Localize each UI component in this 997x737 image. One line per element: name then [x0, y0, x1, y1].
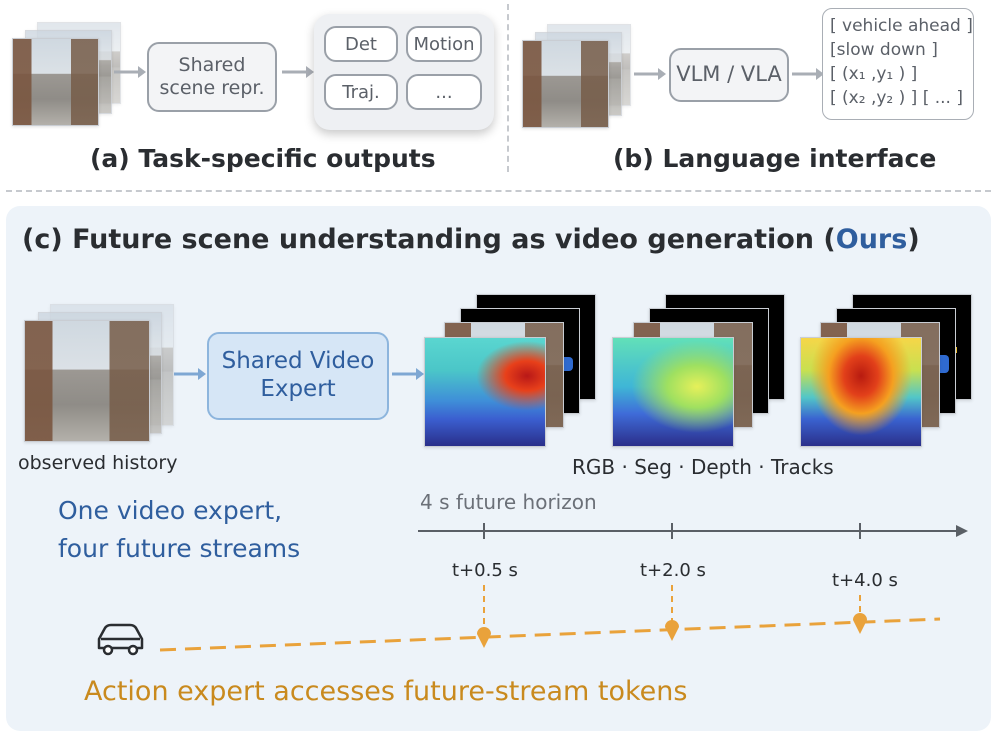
streams-label: RGB · Seg · Depth · Tracks	[572, 455, 834, 479]
timeline-arrowhead	[956, 525, 968, 537]
shared-video-expert-box: Shared Video Expert	[207, 332, 389, 420]
arrow-a1	[114, 66, 146, 78]
tick-label-4-0s: t+4.0 s	[832, 570, 898, 591]
arrow-c1	[174, 368, 206, 380]
shared-video-expert-label: Shared Video Expert	[221, 348, 375, 402]
vlm-vla-box: VLM / VLA	[669, 48, 789, 102]
b-frame-front	[522, 40, 609, 128]
caption-b: (b) Language interface	[613, 144, 937, 173]
arrow-c2	[392, 368, 424, 380]
panel-c-title-prefix: (c) Future scene understanding as video …	[22, 224, 836, 255]
action-expert-text: Action expert accesses future-stream tok…	[84, 676, 688, 707]
caption-a: (a) Task-specific outputs	[90, 144, 436, 173]
output-det: Det	[324, 26, 398, 62]
panel-c-title: (c) Future scene understanding as video …	[22, 224, 920, 255]
history-frame-front	[24, 320, 150, 442]
tick-label-0-5s: t+0.5 s	[452, 560, 518, 581]
divider-vertical	[507, 4, 509, 172]
language-output-box	[822, 8, 974, 120]
language-line-1: [ vehicle ahead ]	[830, 16, 973, 36]
panel-c-title-suffix: )	[907, 224, 920, 255]
output-more: ...	[406, 74, 482, 110]
output-motion: Motion	[406, 26, 482, 62]
shared-scene-repr-label: Shared scene repr.	[159, 54, 265, 99]
output-traj: Traj.	[324, 74, 398, 110]
tagline-line2: four future streams	[58, 534, 301, 563]
horizon-label: 4 s future horizon	[420, 490, 597, 514]
output-more-label: ...	[435, 81, 453, 103]
arrow-a2	[282, 66, 314, 78]
pin-3	[853, 613, 867, 634]
vlm-vla-label: VLM / VLA	[676, 62, 782, 87]
output-det-label: Det	[345, 33, 377, 55]
stream3-depth-frame	[800, 337, 922, 447]
pin-1	[477, 627, 491, 648]
pin-2	[665, 620, 679, 641]
action-path	[159, 617, 941, 652]
output-traj-label: Traj.	[342, 81, 380, 103]
language-line-4: [ (x₂ ,y₂ ) ] [ ... ]	[830, 88, 963, 108]
shared-scene-repr-box: Shared scene repr.	[147, 42, 277, 112]
language-line-3: [ (x₁ ,y₁ ) ]	[830, 64, 918, 84]
tick-label-2-0s: t+2.0 s	[640, 560, 706, 581]
tagline-line1: One video expert,	[58, 496, 283, 525]
stream1-depth-frame	[424, 337, 546, 447]
observed-history-label: observed history	[18, 452, 178, 474]
panel-c-title-highlight: Ours	[835, 224, 908, 255]
panel-c-background	[6, 206, 991, 731]
output-motion-label: Motion	[413, 33, 475, 55]
divider-horizontal	[6, 190, 991, 192]
language-line-2: [slow down ]	[830, 40, 938, 60]
car-icon	[97, 623, 144, 656]
arrow-b2	[792, 68, 824, 80]
observed-frame-front	[12, 38, 99, 126]
arrow-b1	[634, 68, 666, 80]
stream2-depth-frame	[612, 337, 734, 447]
